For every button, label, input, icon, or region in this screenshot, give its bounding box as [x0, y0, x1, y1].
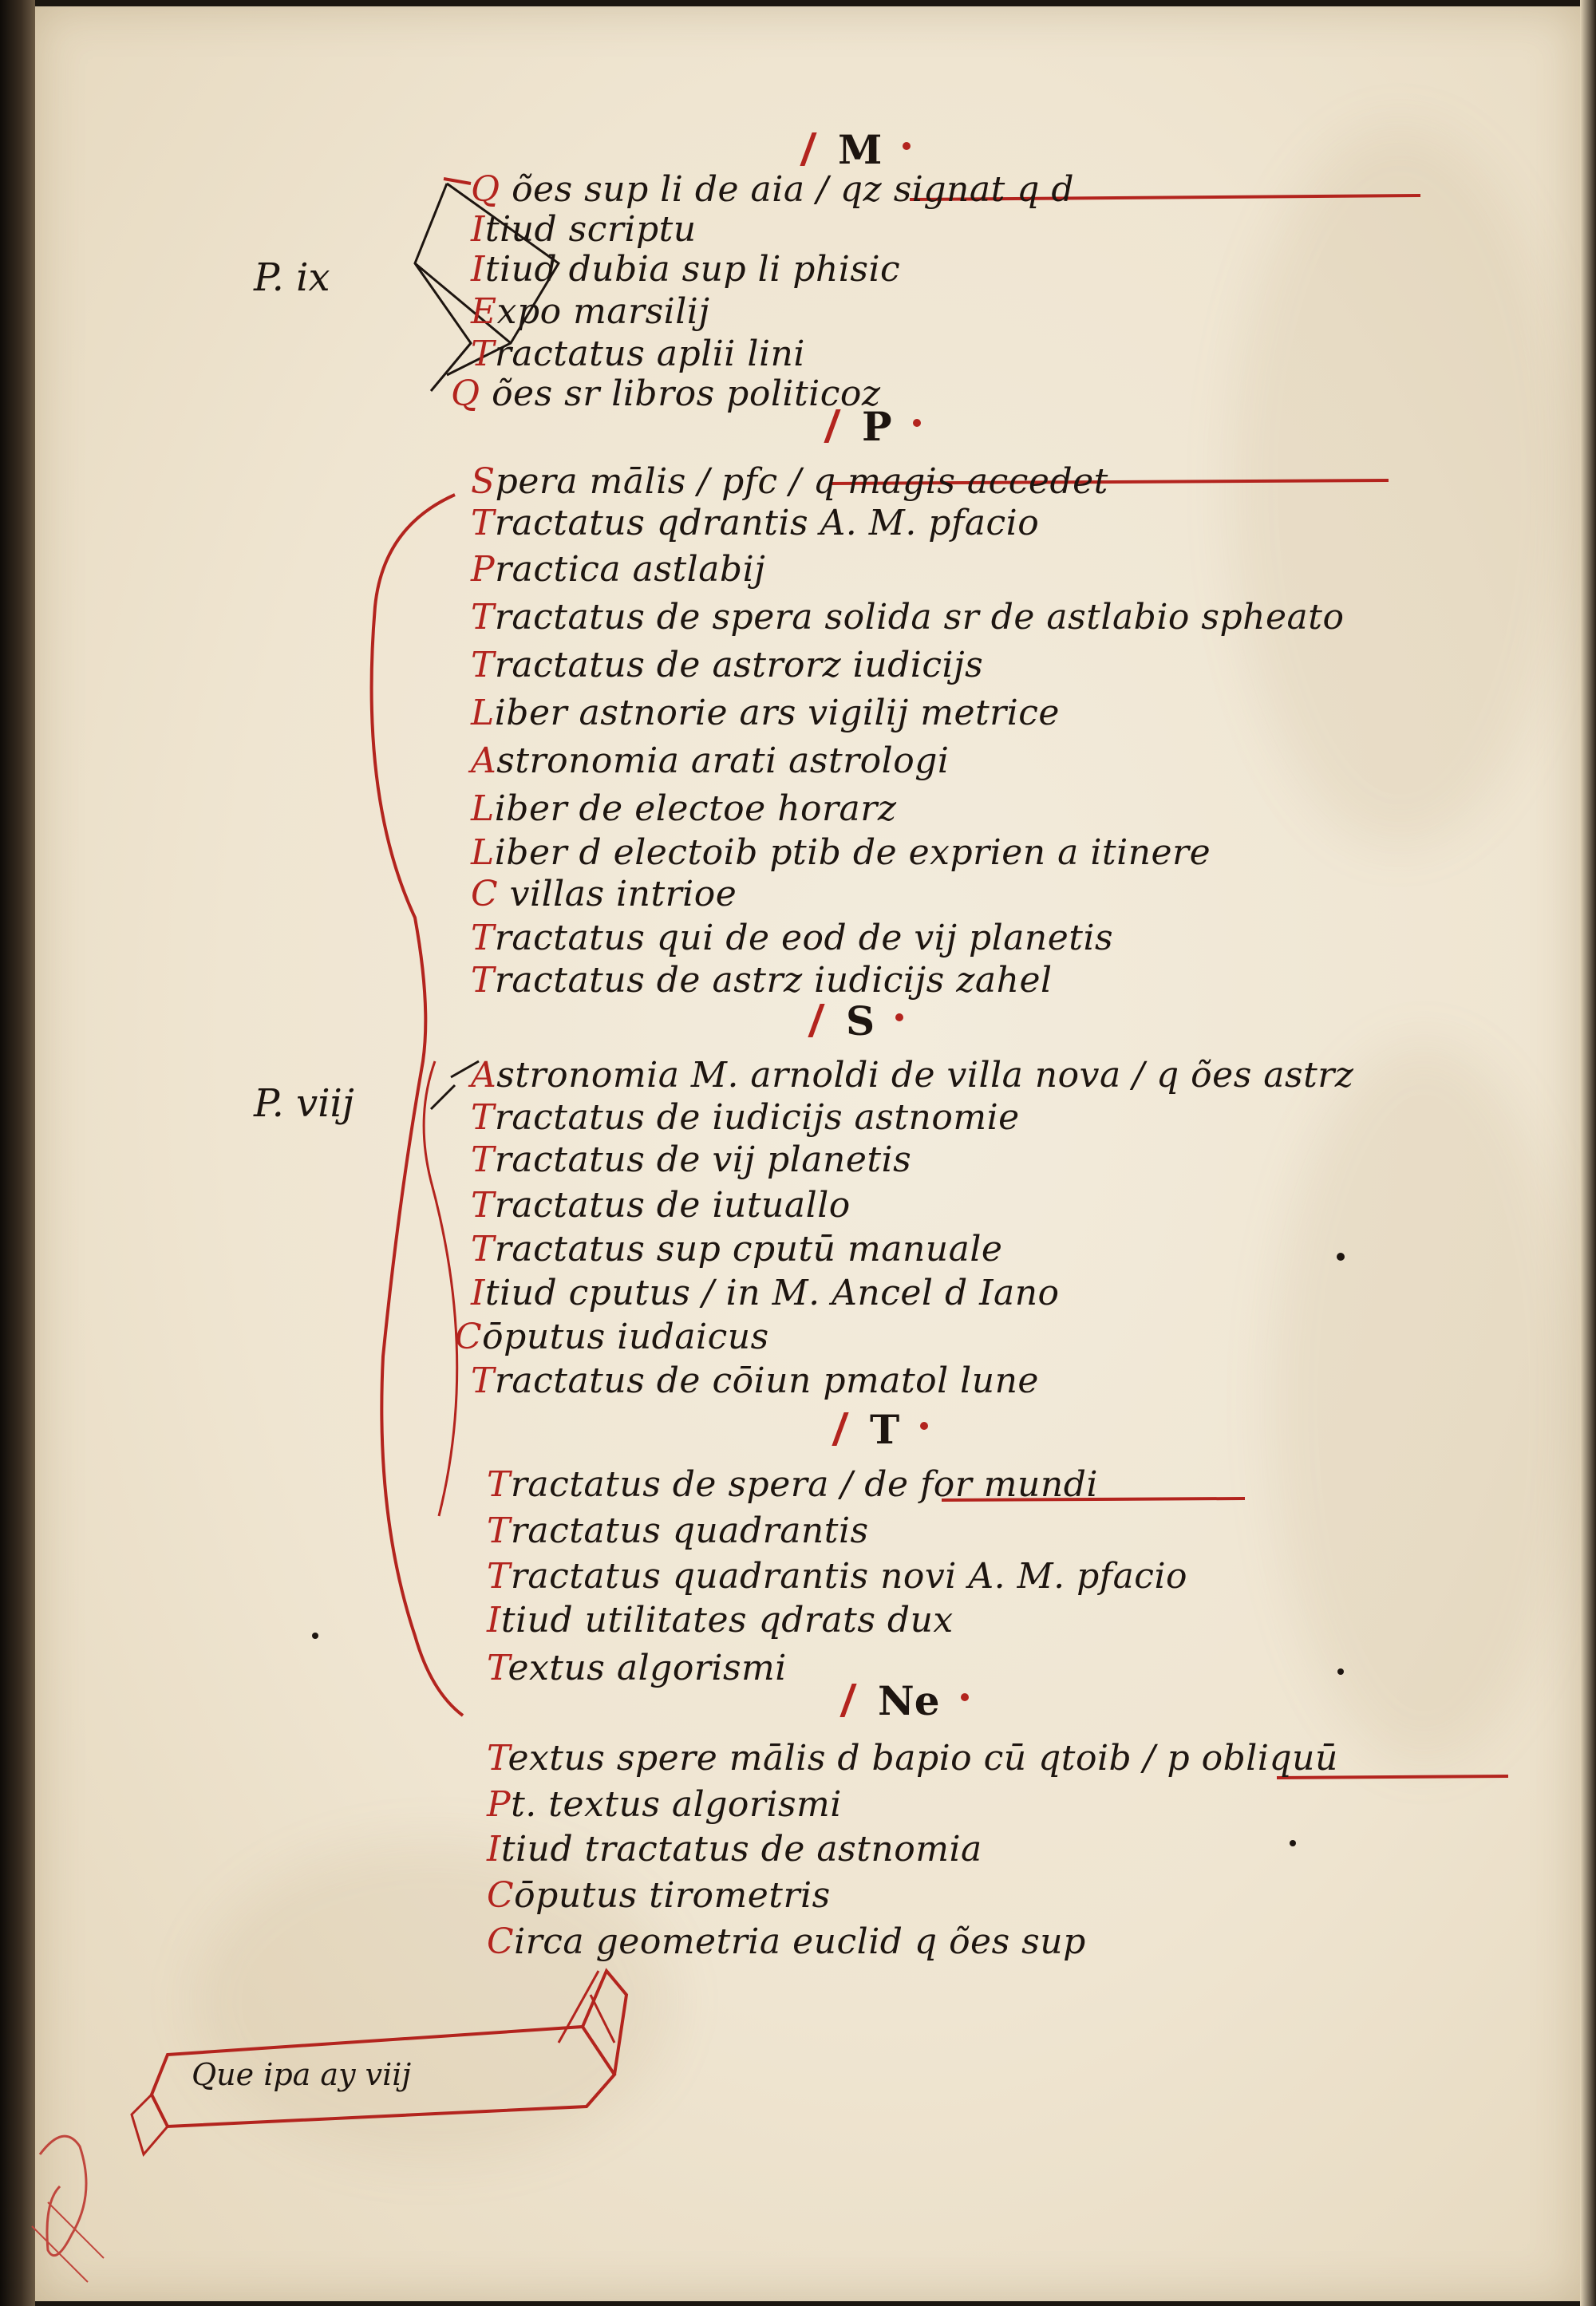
rubricated-initial: L	[471, 832, 495, 873]
catalog-entry: Tractatus qdrantis A. M. pfacio	[471, 503, 1040, 543]
rubricated-initial: S	[471, 461, 496, 502]
shelfmark: P. viij	[254, 1081, 354, 1126]
catalog-entry: Itiud utilitates qdrats dux	[487, 1600, 954, 1641]
rubricated-initial: T	[471, 1360, 495, 1401]
catalog-entry: C villas intrioe	[471, 874, 737, 914]
rubricated-initial: T	[487, 1738, 508, 1779]
rubricated-initial: T	[487, 1464, 511, 1505]
catalog-entry: Cōputus iudaicus	[455, 1317, 769, 1357]
section-heading: P	[862, 403, 920, 450]
rubricated-initial: T	[487, 1510, 511, 1551]
catalog-entry: Itiud dubia sup li phisic	[471, 249, 901, 290]
catalog-entry: Tractatus sup cputū manuale	[471, 1229, 1003, 1269]
catalog-entry: Spera mālis / pfc / q magis accedet	[471, 461, 1108, 502]
rubricated-initial: T	[471, 918, 495, 958]
rubricated-initial: E	[471, 291, 497, 332]
rubricated-initial: Q	[471, 169, 500, 210]
rubricated-initial: I	[487, 1829, 501, 1870]
catalog-entry: Liber d electoib ptib de exprien a itine…	[471, 832, 1211, 873]
catalog-entry: Tractatus qui de eod de vij planetis	[471, 918, 1114, 958]
section-heading: T	[870, 1406, 929, 1453]
rubricated-initial: P	[487, 1784, 512, 1825]
rubricated-initial: T	[471, 503, 495, 543]
catalog-entry: Q ões sr libros politicoz	[451, 373, 881, 414]
rubricated-initial: L	[471, 693, 495, 733]
catalog-entry: Tractatus de iutuallo	[471, 1185, 851, 1226]
catalog-entry: Itiud cputus / in M. Ancel d Iano	[471, 1273, 1060, 1313]
rubricated-initial: T	[471, 960, 495, 1001]
rubricated-initial: C	[487, 1875, 515, 1916]
rubricated-initial: T	[471, 1097, 495, 1138]
catalog-entry: Expo marsilij	[471, 291, 710, 332]
rubricated-initial: C	[471, 874, 499, 914]
catalog-entry: Itiud tractatus de astnomia	[487, 1829, 982, 1870]
catalog-entry: Tractatus de cōiun pmatol lune	[471, 1360, 1039, 1401]
rubricated-initial: T	[471, 334, 495, 374]
rubricated-initial: A	[471, 740, 497, 781]
rubricated-initial: T	[471, 1139, 495, 1180]
catalog-entry: Astronomia arati astrologi	[471, 740, 950, 781]
rubricated-initial: I	[471, 249, 485, 290]
rubricated-initial: P	[471, 549, 496, 590]
section-heading: S	[846, 997, 904, 1044]
catalog-entry: Cōputus tirometris	[487, 1875, 831, 1916]
rubricated-initial: Q	[451, 373, 480, 414]
manuscript-page	[35, 6, 1580, 2301]
catalog-entry: Tractatus quadrantis novi A. M. pfacio	[487, 1556, 1187, 1597]
catalog-entry: Astronomia M. arnoldi de villa nova / q …	[471, 1055, 1354, 1096]
catalog-entry: Tractatus de vij planetis	[471, 1139, 912, 1180]
catalog-entry: Pt. textus algorismi	[487, 1784, 842, 1825]
section-heading: Ne	[878, 1677, 968, 1724]
rubricated-initial: T	[487, 1648, 508, 1688]
catalog-entry: Tractatus de astrz iudicijs zahel	[471, 960, 1053, 1001]
catalog-entry: Tractatus de astrorz iudicijs	[471, 645, 984, 685]
book-gutter	[0, 0, 35, 2306]
catalog-entry: Tractatus de spera / de for mundi	[487, 1464, 1098, 1505]
catalog-entry: Textus algorismi	[487, 1648, 787, 1688]
catalog-entry: Practica astlabij	[471, 549, 766, 590]
rubricated-initial: I	[487, 1600, 501, 1641]
rubricated-initial: T	[471, 645, 495, 685]
show-through-stain	[1272, 1044, 1575, 1762]
shelfmark: P. ix	[254, 255, 330, 300]
scroll-note: Que ipa ay viij	[192, 2057, 412, 2092]
rubricated-initial: C	[487, 1921, 515, 1962]
rubricated-initial: A	[471, 1055, 497, 1096]
catalog-entry: Tractatus de spera solida sr de astlabio…	[471, 597, 1345, 638]
rubricated-initial: T	[471, 1229, 495, 1269]
rubricated-initial: T	[487, 1556, 511, 1597]
catalog-entry: Tractatus aplii lini	[471, 334, 805, 374]
rubricated-initial: I	[471, 1273, 485, 1313]
catalog-entry: Liber de electoe horarz	[471, 788, 897, 829]
page-edge	[1580, 0, 1596, 2306]
rubricated-initial: I	[471, 209, 485, 250]
catalog-entry: Circa geometria euclid q ões sup	[487, 1921, 1086, 1962]
catalog-entry: Itiud scriptu	[471, 209, 697, 250]
rubricated-initial: T	[471, 1185, 495, 1226]
rubricated-initial: C	[455, 1317, 483, 1357]
catalog-entry: Q ões sup li de aia / qz signat q d	[471, 169, 1075, 210]
rubricated-initial: L	[471, 788, 495, 829]
show-through-stain	[1232, 126, 1567, 844]
catalog-entry: Tractatus de iudicijs astnomie	[471, 1097, 1020, 1138]
catalog-entry: Textus spere mālis d bapio cū qtoib / p …	[487, 1738, 1338, 1779]
rubricated-initial: T	[471, 597, 495, 638]
section-heading: M	[838, 126, 911, 173]
catalog-entry: Liber astnorie ars vigilij metrice	[471, 693, 1060, 733]
catalog-entry: Tractatus quadrantis	[487, 1510, 869, 1551]
